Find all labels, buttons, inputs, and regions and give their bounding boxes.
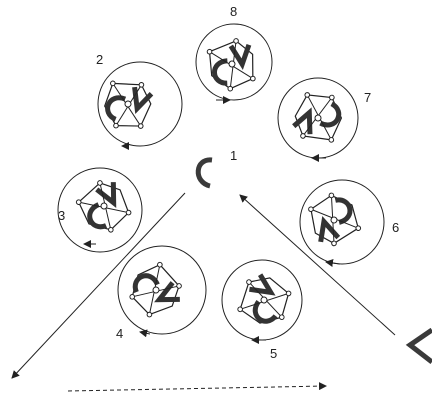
label-8: 8	[230, 4, 237, 19]
assembly-2: 2	[96, 52, 183, 150]
label-2: 2	[96, 52, 103, 67]
label-4: 4	[116, 326, 123, 341]
v-shape-icon	[405, 327, 432, 364]
label-7: 7	[364, 90, 371, 105]
arrow-down-left	[11, 192, 186, 379]
assembly-3: 3	[57, 167, 143, 253]
arrow-dashed-right	[67, 382, 327, 392]
label-1: 1	[230, 148, 237, 163]
assembly-6: 6	[299, 179, 399, 267]
label-6: 6	[392, 220, 399, 235]
assembly-5: 5	[221, 259, 303, 361]
label-5: 5	[270, 346, 277, 361]
u-shape-icon	[195, 157, 213, 189]
assembly-7: 7	[277, 77, 371, 162]
label-3: 3	[58, 208, 65, 223]
assembly-8: 8	[195, 4, 273, 104]
assembly-4: 4	[116, 245, 207, 341]
arrow-up-left	[239, 194, 396, 336]
